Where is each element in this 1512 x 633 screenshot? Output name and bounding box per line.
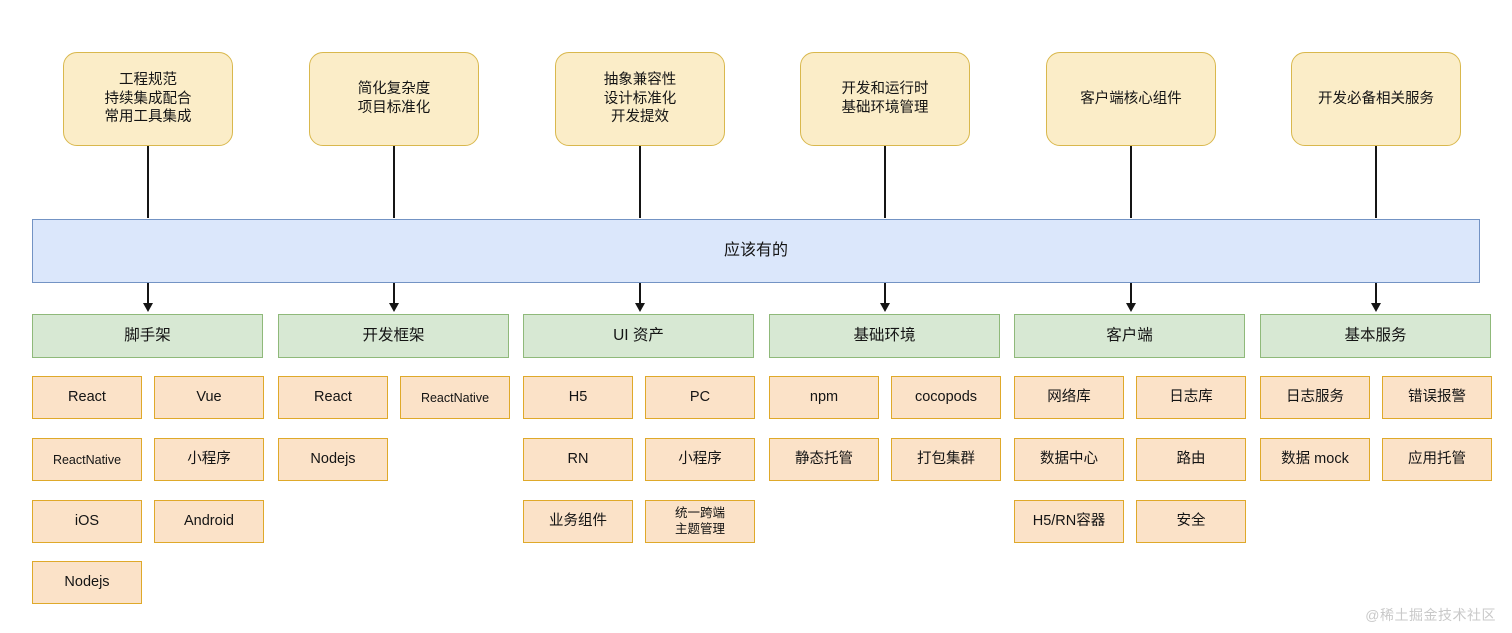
connector-goal-to-band-2	[393, 146, 395, 218]
arrow-head-category-4	[879, 303, 890, 312]
item-box: iOS	[32, 500, 142, 543]
connector-band-to-category-4	[884, 283, 886, 306]
item-box: ReactNative	[400, 376, 510, 419]
item-box: cocopods	[891, 376, 1001, 419]
item-box: 错误报警	[1382, 376, 1492, 419]
goal-card-1: 工程规范 持续集成配合 常用工具集成	[63, 52, 233, 146]
category-header-3: UI 资产	[523, 314, 754, 358]
connector-goal-to-band-5	[1130, 146, 1132, 218]
item-box: ReactNative	[32, 438, 142, 481]
item-box: Nodejs	[278, 438, 388, 481]
arrow-head-category-2	[388, 303, 399, 312]
connector-goal-to-band-6	[1375, 146, 1377, 218]
item-box: 日志服务	[1260, 376, 1370, 419]
item-box: 业务组件	[523, 500, 633, 543]
goal-card-3: 抽象兼容性 设计标准化 开发提效	[555, 52, 725, 146]
connector-band-to-category-5	[1130, 283, 1132, 306]
goal-card-4: 开发和运行时 基础环境管理	[800, 52, 970, 146]
connector-band-to-category-1	[147, 283, 149, 306]
goal-card-5: 客户端核心组件	[1046, 52, 1216, 146]
item-box: H5/RN容器	[1014, 500, 1124, 543]
connector-band-to-category-2	[393, 283, 395, 306]
goal-card-6: 开发必备相关服务	[1291, 52, 1461, 146]
item-box: 日志库	[1136, 376, 1246, 419]
category-header-6: 基本服务	[1260, 314, 1491, 358]
category-header-2: 开发框架	[278, 314, 509, 358]
item-box: 打包集群	[891, 438, 1001, 481]
item-box: H5	[523, 376, 633, 419]
item-box: 统一跨端 主题管理	[645, 500, 755, 543]
item-box: 应用托管	[1382, 438, 1492, 481]
item-box: 路由	[1136, 438, 1246, 481]
item-box: Vue	[154, 376, 264, 419]
item-box: 安全	[1136, 500, 1246, 543]
item-box: RN	[523, 438, 633, 481]
connector-goal-to-band-1	[147, 146, 149, 218]
item-box: npm	[769, 376, 879, 419]
item-box: React	[32, 376, 142, 419]
central-band: 应该有的	[32, 219, 1480, 283]
arrow-head-category-3	[634, 303, 645, 312]
category-header-4: 基础环境	[769, 314, 1000, 358]
item-box: 静态托管	[769, 438, 879, 481]
item-box: 数据 mock	[1260, 438, 1370, 481]
item-box: React	[278, 376, 388, 419]
arrow-head-category-5	[1125, 303, 1136, 312]
item-box: Nodejs	[32, 561, 142, 604]
connector-band-to-category-3	[639, 283, 641, 306]
arrow-head-category-1	[142, 303, 153, 312]
category-header-1: 脚手架	[32, 314, 263, 358]
item-box: 小程序	[645, 438, 755, 481]
category-header-5: 客户端	[1014, 314, 1245, 358]
item-box: 数据中心	[1014, 438, 1124, 481]
goal-card-2: 简化复杂度 项目标准化	[309, 52, 479, 146]
item-box: Android	[154, 500, 264, 543]
connector-band-to-category-6	[1375, 283, 1377, 306]
item-box: PC	[645, 376, 755, 419]
connector-goal-to-band-3	[639, 146, 641, 218]
item-box: 小程序	[154, 438, 264, 481]
watermark: @稀土掘金技术社区	[1365, 607, 1496, 623]
item-box: 网络库	[1014, 376, 1124, 419]
connector-goal-to-band-4	[884, 146, 886, 218]
arrow-head-category-6	[1370, 303, 1381, 312]
